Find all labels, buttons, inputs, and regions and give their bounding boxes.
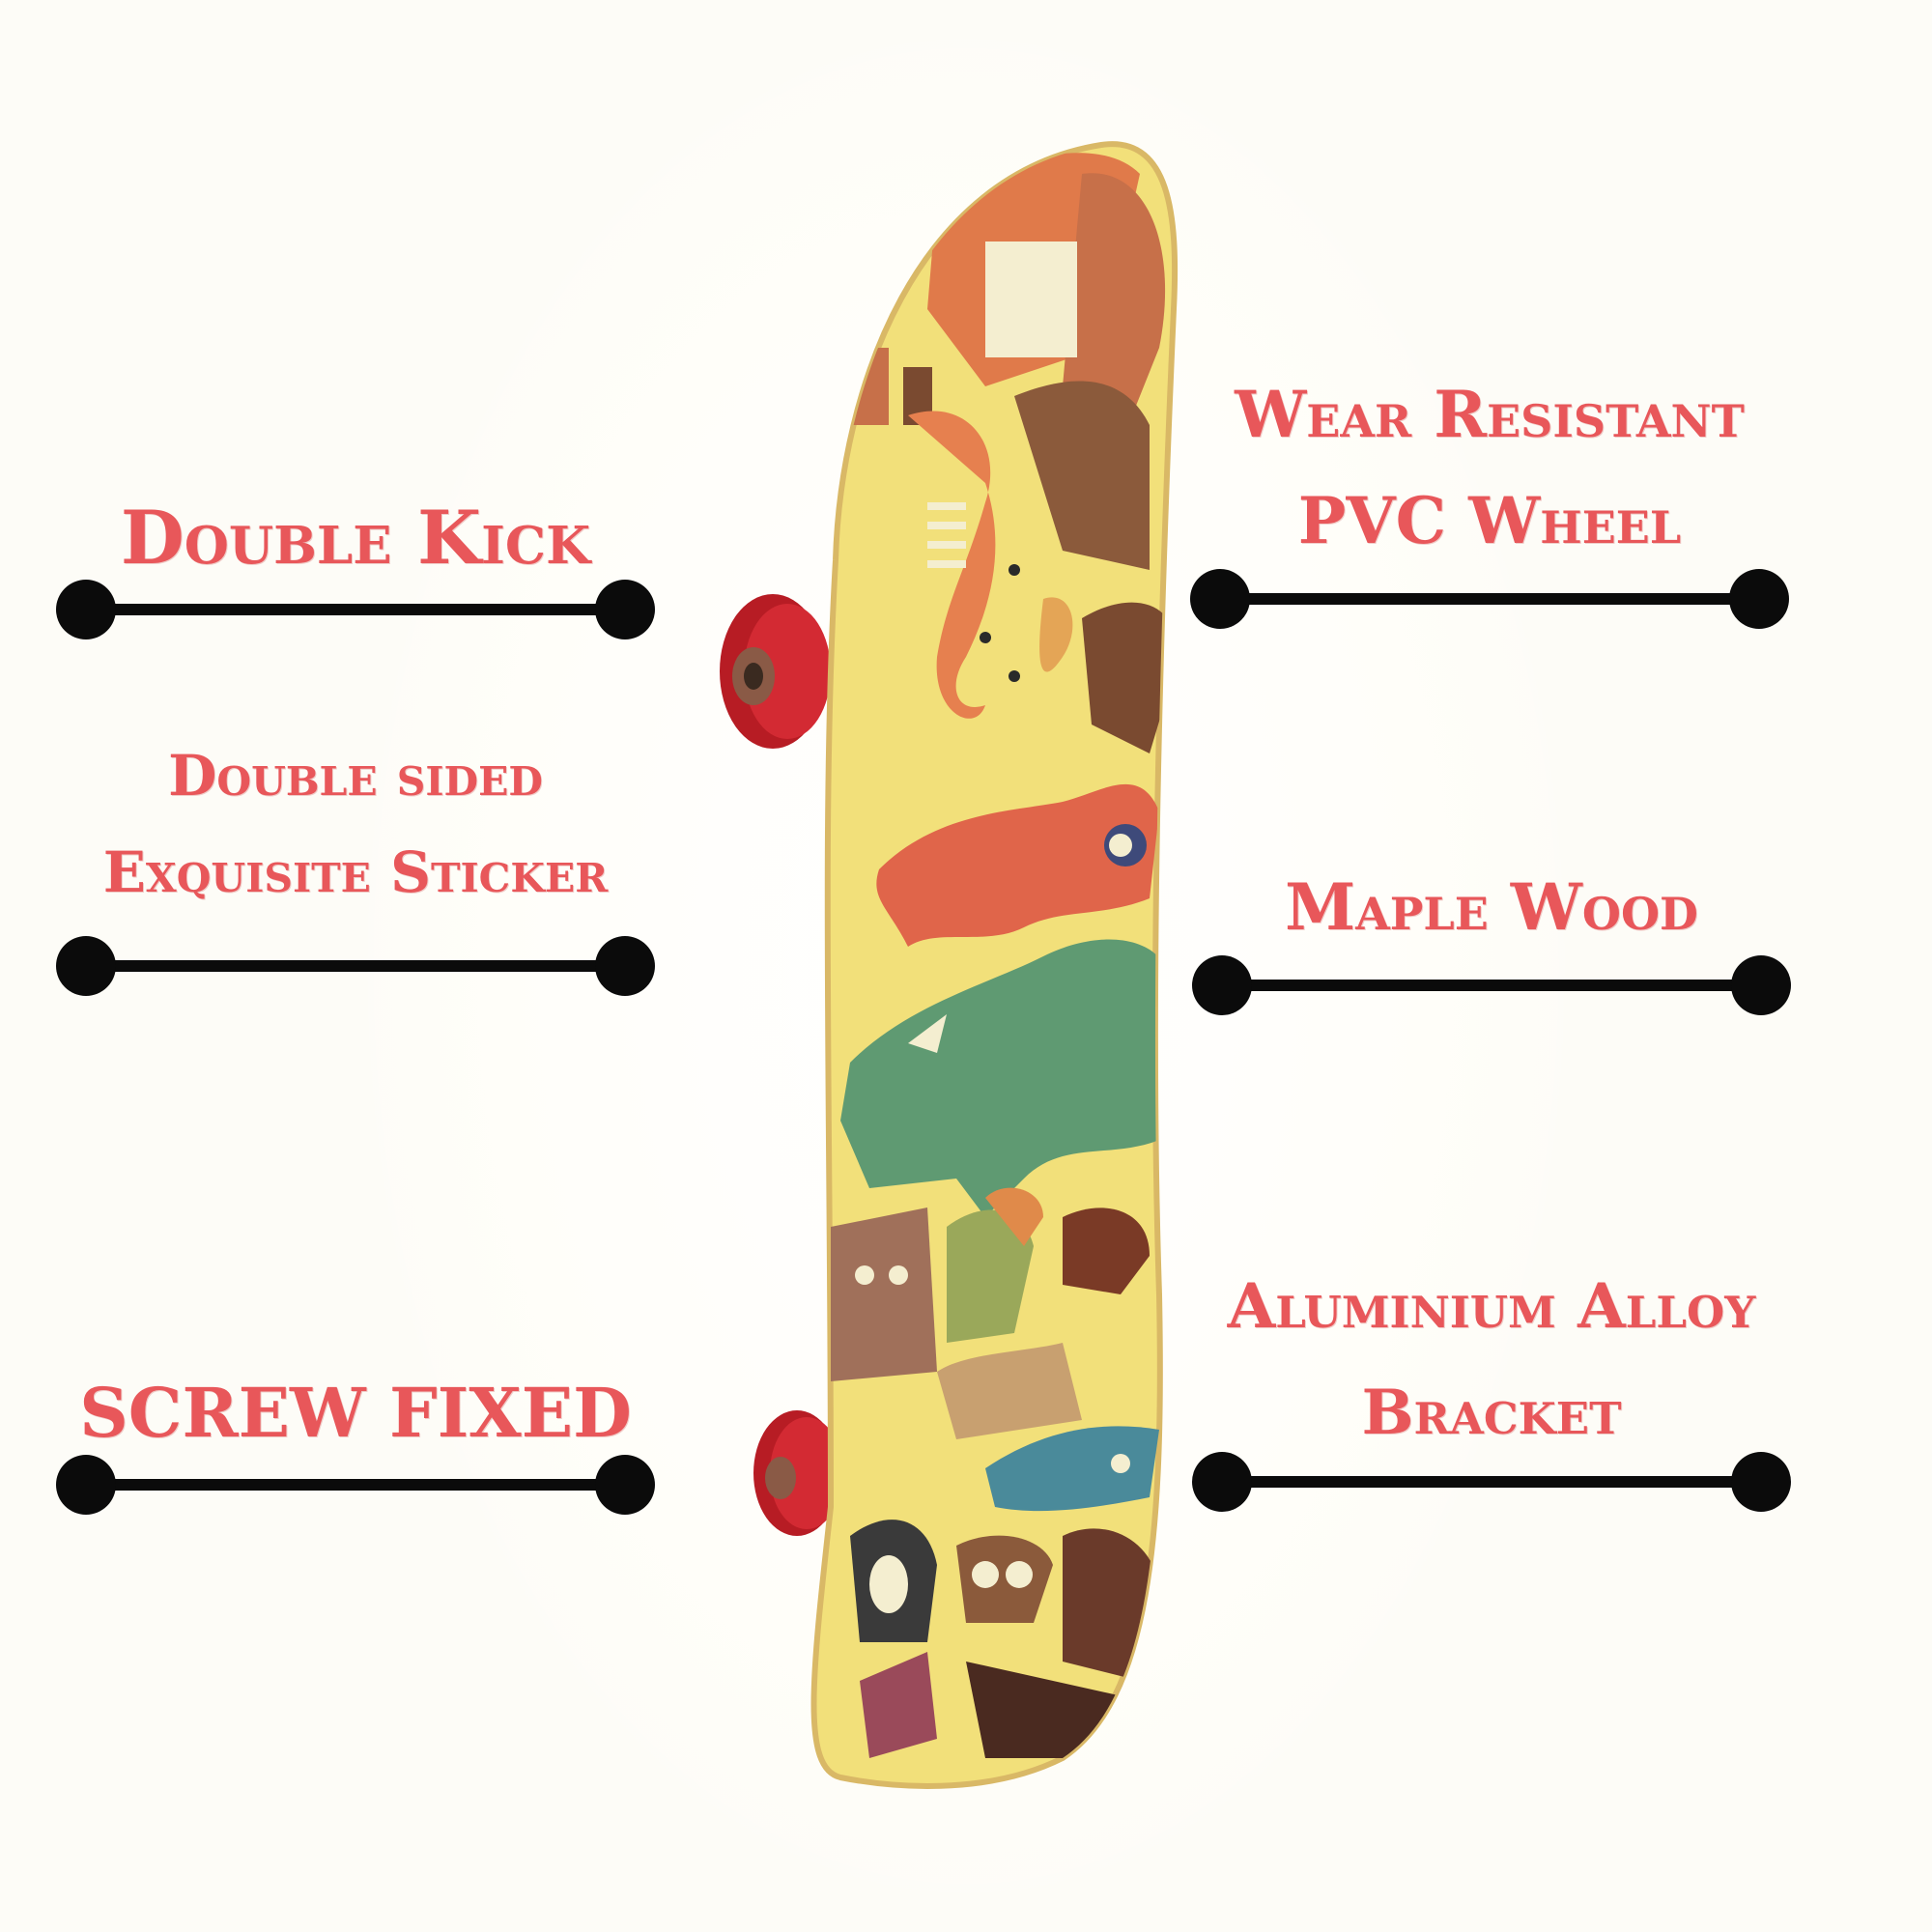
callout-line: [1221, 980, 1762, 991]
feature-aluminium-bracket: Aluminium Alloy Bracket: [1192, 1261, 1791, 1550]
feature-label-line1: Double sided: [168, 743, 543, 809]
callout-dot-right: [1731, 1452, 1791, 1512]
callout-dot-right: [1729, 569, 1789, 629]
wheel-top: [720, 594, 831, 749]
callout-dot-left: [56, 1455, 116, 1515]
feature-label: Double Kick: [120, 495, 591, 581]
callout-dot-left: [1192, 955, 1252, 1015]
callout-line: [1219, 593, 1760, 605]
feature-double-kick: Double Kick: [56, 483, 655, 657]
callout-line: [85, 960, 626, 972]
feature-wear-resistant-wheel: Wear Resistant PVC Wheel: [1190, 367, 1789, 638]
callout-dot-right: [1731, 955, 1791, 1015]
callout-dot-left: [1192, 1452, 1252, 1512]
skateboard-image: [696, 135, 1198, 1797]
feature-screw-fixed: SCREW FIXED: [56, 1362, 655, 1536]
feature-label-line1: Aluminium Alloy: [1227, 1270, 1756, 1343]
feature-label: SCREW FIXED: [79, 1373, 632, 1453]
feature-label: Maple Wood: [1285, 869, 1698, 945]
feature-label-line2: Bracket: [1361, 1377, 1622, 1449]
callout-dot-right: [595, 580, 655, 639]
feature-label-line2: PVC Wheel: [1297, 483, 1682, 558]
callout-dot-left: [56, 580, 116, 639]
callout-line: [85, 1479, 626, 1491]
callout-dot-left: [56, 936, 116, 996]
feature-maple-wood: Maple Wood: [1192, 860, 1791, 1034]
callout-dot-right: [595, 936, 655, 996]
feature-double-sided-sticker: Double sided Exquisite Sticker: [56, 734, 655, 1024]
callout-dot-right: [595, 1455, 655, 1515]
feature-label-line1: Wear Resistant: [1235, 377, 1745, 452]
callout-dot-left: [1190, 569, 1250, 629]
wheel-bottom: [753, 1410, 843, 1536]
feature-label-line2: Exquisite Sticker: [102, 839, 609, 905]
callout-line: [1221, 1476, 1762, 1488]
callout-line: [85, 604, 626, 615]
